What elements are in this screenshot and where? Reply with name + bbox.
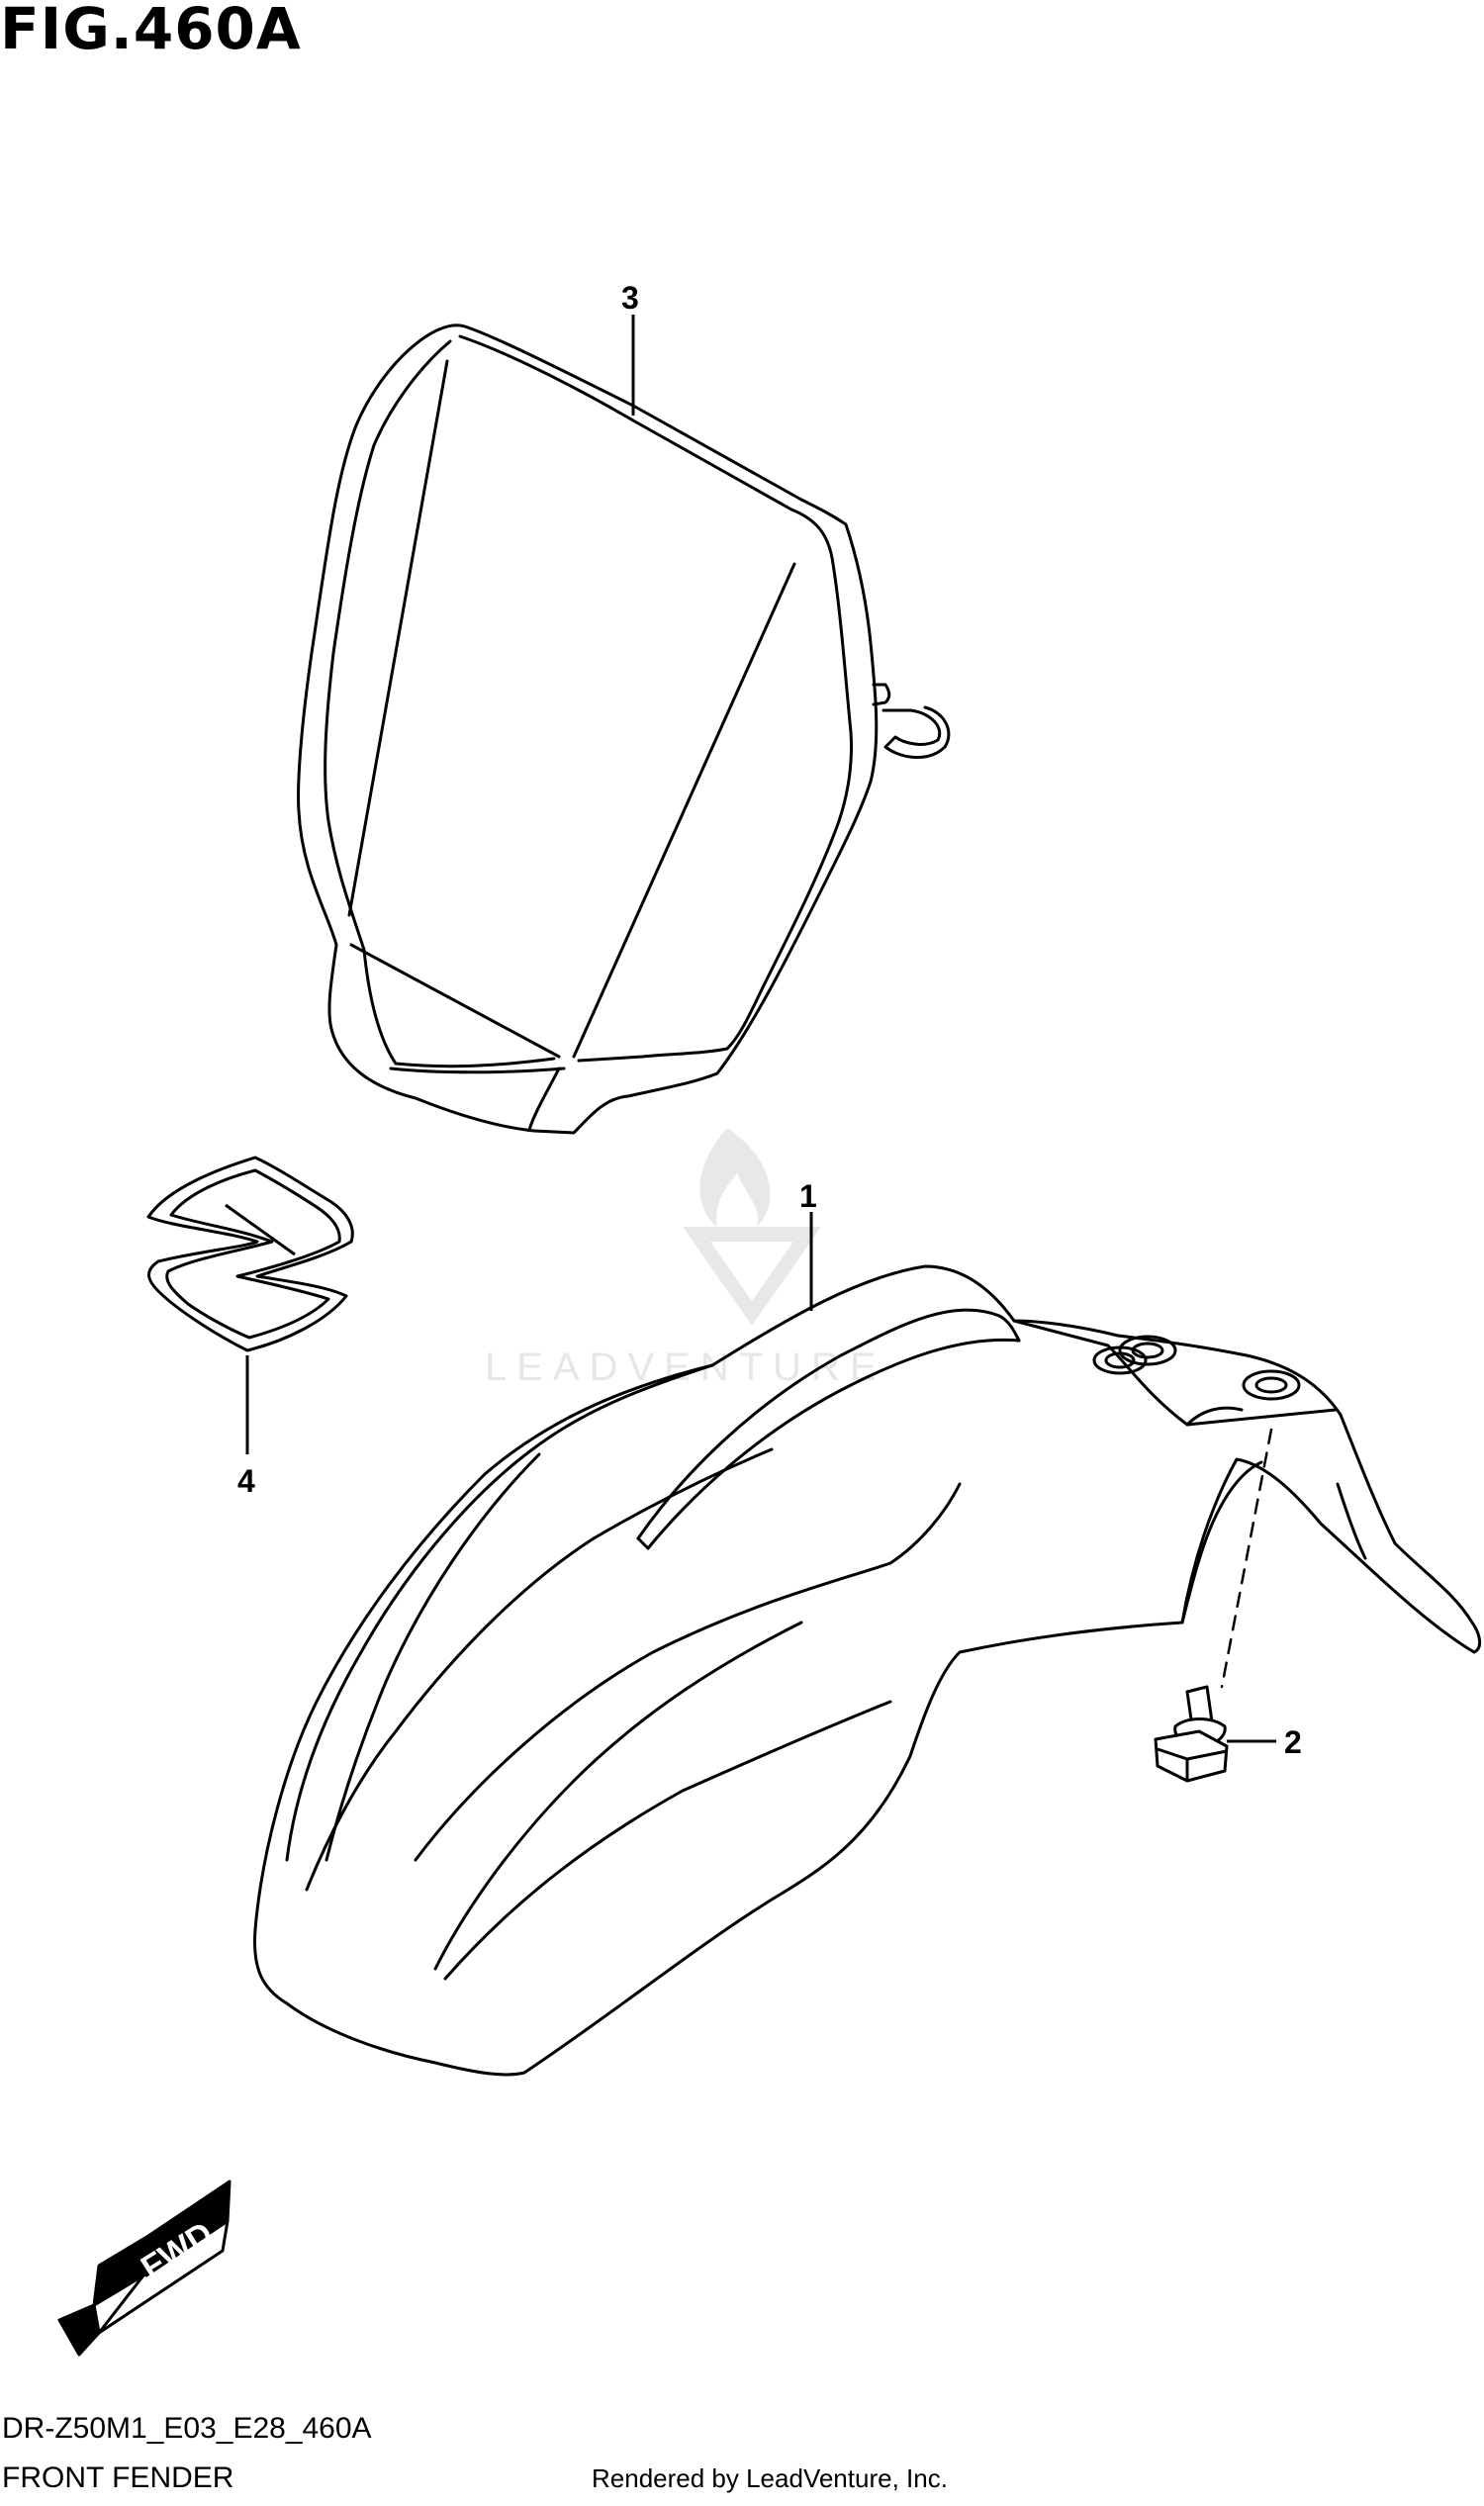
rendered-by-credit: Rendered by LeadVenture, Inc. [592, 2463, 948, 2493]
figure-caption: FRONT FENDER [2, 2461, 234, 2494]
emblem-callout: 4 [237, 1355, 255, 1499]
front-fender-callout: 1 [799, 1178, 817, 1311]
diagram-code: DR-Z50M1_E03_E28_460A [2, 2412, 372, 2445]
callout-3: 3 [621, 280, 639, 316]
flame-v-logo-icon [683, 1128, 821, 1326]
leadventure-watermark-text: LEADVENTURE [485, 1346, 886, 1389]
number-plate-part [297, 324, 951, 1135]
mount-hole-2 [1092, 1346, 1148, 1375]
forward-arrow-icon: FWD [57, 2180, 232, 2357]
front-fender-part [252, 1264, 1482, 2077]
callout-2: 2 [1284, 1724, 1302, 1760]
callout-1: 1 [799, 1178, 817, 1214]
bolt-part [1154, 1685, 1229, 1783]
emblem-sticker-part [146, 1156, 354, 1352]
figure-title: FIG.460A [0, 0, 302, 62]
mount-hole-3 [1242, 1369, 1301, 1401]
callout-4: 4 [237, 1463, 255, 1499]
bolt-callout: 2 [1227, 1724, 1302, 1760]
number-plate-callout: 3 [621, 280, 639, 416]
